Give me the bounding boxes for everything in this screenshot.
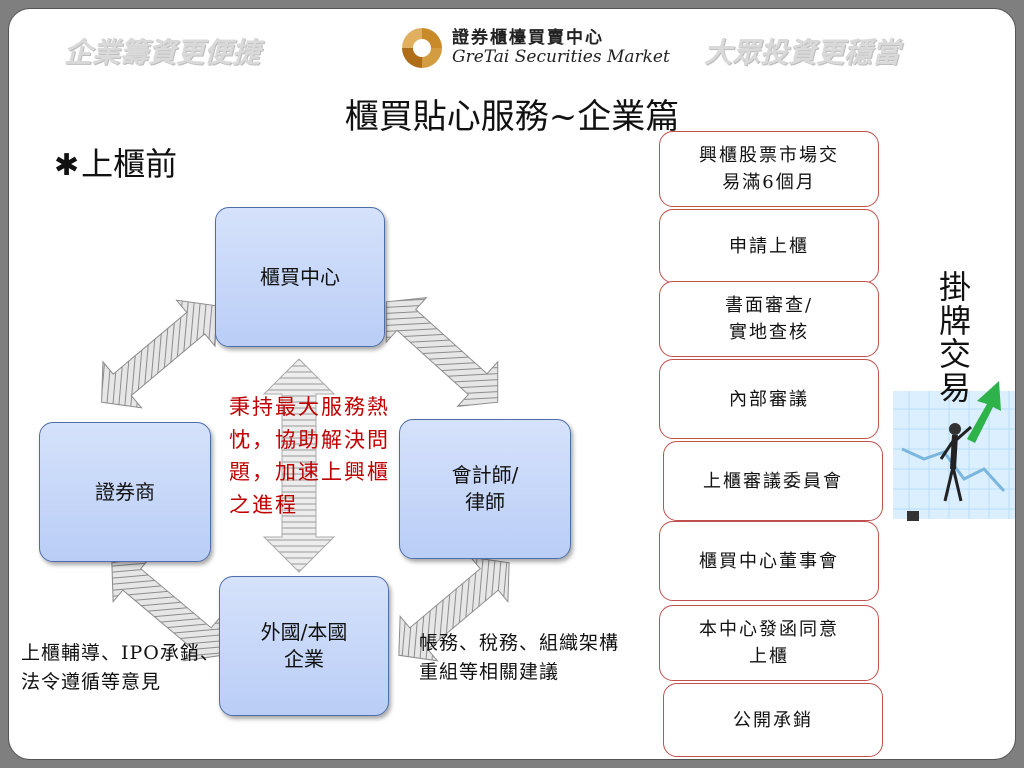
node-enterprise: 外國/本國 企業: [219, 576, 389, 716]
step-label-line1: 上櫃審議委員會: [703, 470, 843, 492]
node-broker: 證券商: [39, 422, 211, 562]
step-label-line1: 櫃買中心董事會: [699, 550, 839, 572]
asterisk-icon: ✱: [54, 148, 80, 183]
logo-text-zh: 證券櫃檯買賣中心: [452, 28, 604, 48]
service-commitment-text: 秉持最大服務熱忱，協助解決問題，加速上興櫃之進程: [229, 395, 390, 517]
step-listing-committee: 上櫃審議委員會: [663, 441, 883, 521]
arrow-otc-enterprise: [262, 358, 336, 573]
step-label-line2: 上櫃: [749, 646, 789, 667]
slogan-right: 大眾投資更穩當: [704, 36, 901, 69]
logo-text-en: GreTai Securities Market: [452, 47, 670, 67]
slide: 企業籌資更便捷 大眾投資更穩當 證券櫃檯買賣中心 GreTai Securiti…: [8, 8, 1016, 760]
step-label-line2: 易滿6個月: [722, 172, 816, 193]
step-label-line2: 實地查核: [728, 322, 809, 343]
step-board-of-directors: 櫃買中心董事會: [659, 521, 879, 601]
node-cpa-label-line1: 會計師/: [451, 463, 519, 487]
node-enterprise-label-line1: 外國/本國: [260, 620, 348, 644]
listing-trading-label: 掛牌交易: [938, 268, 971, 407]
step-document-review: 書面審查/實地查核: [659, 281, 879, 357]
cpa-services-note: 帳務、稅務、組織架構重組等相關建議: [419, 632, 620, 684]
node-enterprise-label-line2: 企業: [284, 647, 324, 671]
arrow-otc-broker: [101, 299, 217, 409]
node-broker-label: 證券商: [95, 479, 155, 504]
step-public-underwriting: 公開承銷: [663, 683, 883, 757]
step-internal-review: 內部審議: [659, 359, 879, 439]
trading-illustration: [893, 381, 1015, 521]
section-heading: ✱上櫃前: [54, 139, 177, 185]
step-emerging-trading: 興櫃股票市場交易滿6個月: [659, 131, 879, 207]
arrow-cpa-enterprise: [398, 556, 510, 662]
slogan-left: 企業籌資更便捷: [64, 36, 261, 69]
step-label-line1: 內部審議: [729, 388, 809, 410]
diagram-arrows: [101, 296, 1015, 662]
broker-services-note: 上櫃輔導、IPO承銷、法令遵循等意見: [21, 642, 220, 694]
section-heading-text: 上櫃前: [81, 145, 178, 183]
node-cpa-lawyer: 會計師/ 律師: [399, 419, 571, 559]
step-label-line1: 本中心發函同意: [699, 619, 839, 640]
node-otc-center-label: 櫃買中心: [260, 264, 340, 289]
step-label-line1: 書面審查/: [724, 295, 814, 316]
arrow-otc-cpa: [385, 296, 499, 408]
step-label-line1: 申請上櫃: [729, 235, 809, 257]
gretai-logo: 證券櫃檯買賣中心 GreTai Securities Market: [397, 23, 670, 75]
step-apply-listing: 申請上櫃: [659, 209, 879, 283]
page-title: 櫃買貼心服務~企業篇: [344, 97, 680, 137]
node-otc-center: 櫃買中心: [215, 207, 385, 347]
logo-mark-icon: [402, 28, 442, 68]
step-label-line1: 興櫃股票市場交: [699, 145, 839, 166]
step-approval-letter: 本中心發函同意上櫃: [659, 605, 879, 681]
node-cpa-label-line2: 律師: [465, 490, 505, 514]
step-label-line1: 公開承銷: [733, 709, 813, 731]
